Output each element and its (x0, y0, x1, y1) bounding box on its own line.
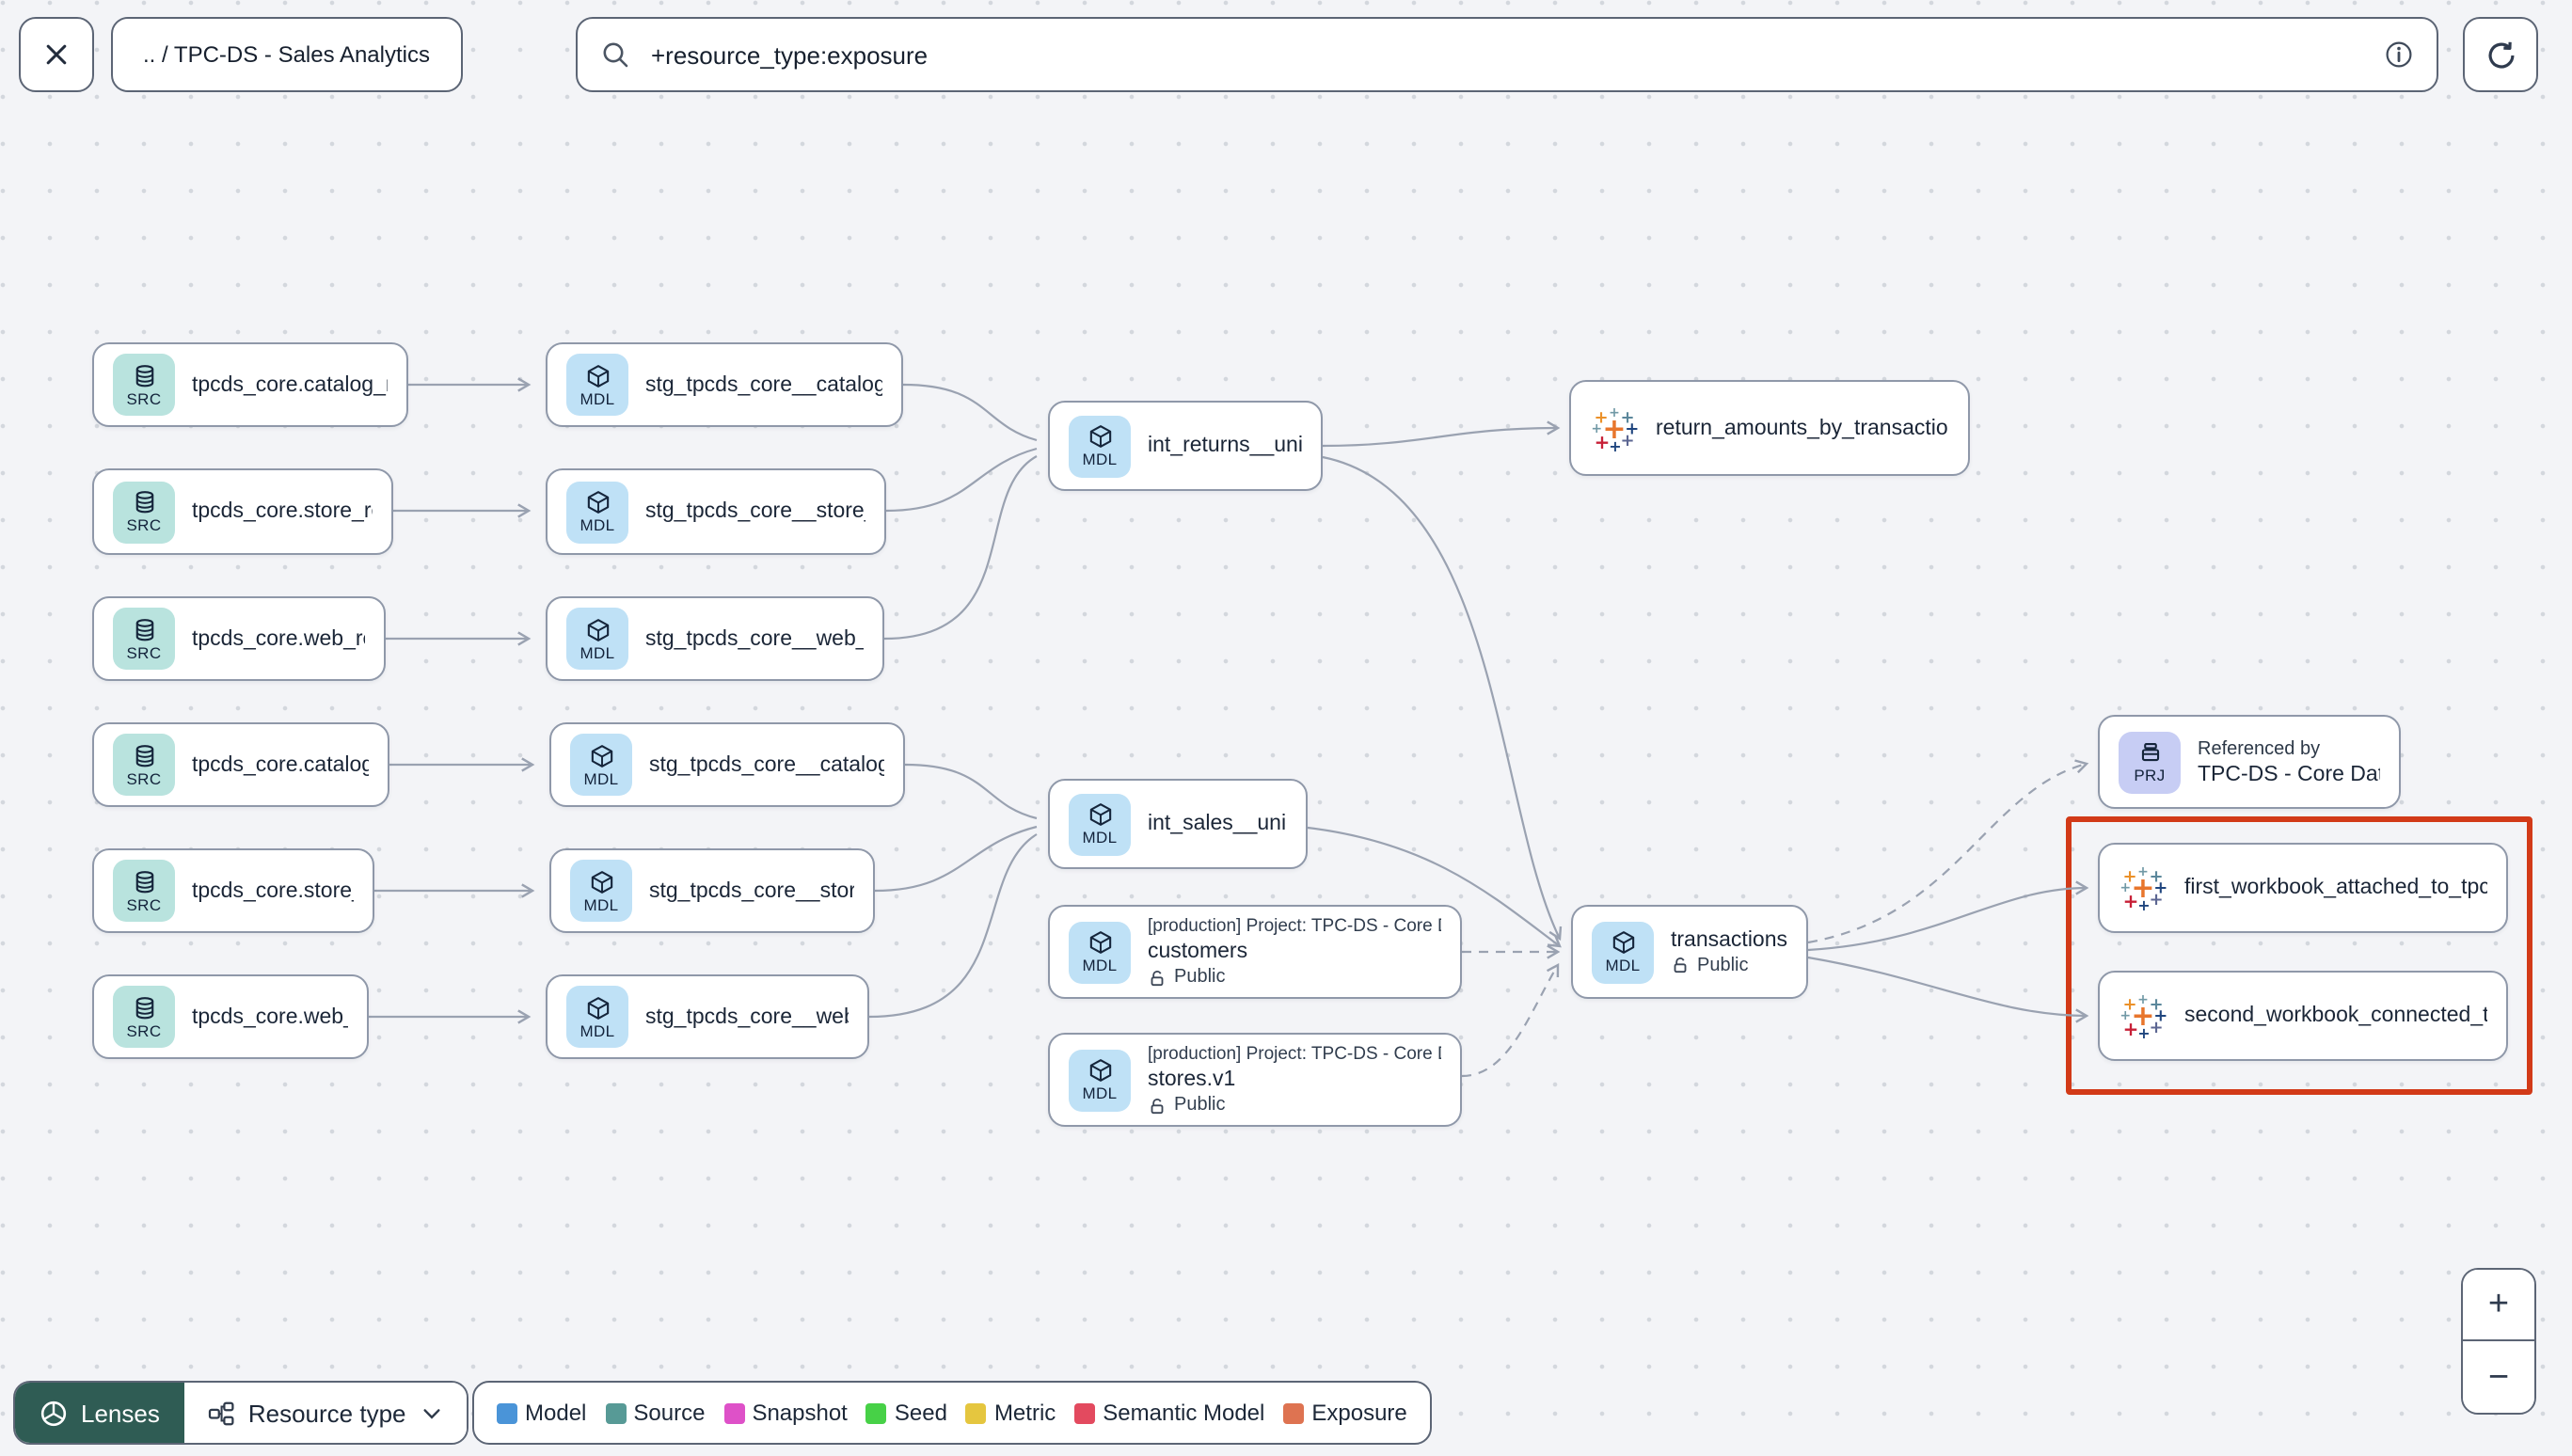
source-icon: SRC (113, 986, 175, 1048)
legend-item-source: Source (605, 1400, 705, 1426)
node-exposure-second-workbook[interactable]: second_workbook_connected_to_live… (2098, 971, 2508, 1061)
snapshot-color-swatch (723, 1402, 745, 1423)
model-icon: MDL (570, 860, 632, 922)
source-icon: SRC (113, 734, 175, 796)
model-icon: MDL (566, 608, 628, 670)
exposure-color-swatch (1283, 1402, 1305, 1423)
tableau-icon (2119, 863, 2167, 912)
resource-type-dropdown[interactable]: Resource type (183, 1383, 467, 1443)
search-bar[interactable] (576, 17, 2438, 92)
exposure-highlight-box (2066, 816, 2532, 1095)
node-exposure-first-workbook[interactable]: first_workbook_attached_to_tpc-ds_-_… (2098, 843, 2508, 933)
model-icon: MDL (1069, 921, 1131, 983)
tableau-icon (1590, 404, 1639, 452)
node-source-store-returns[interactable]: SRC tpcds_core.store_returns (92, 468, 393, 555)
node-source-web-sales[interactable]: SRC tpcds_core.web_sales (92, 974, 369, 1059)
node-source-web-returns[interactable]: SRC tpcds_core.web_returns (92, 596, 386, 681)
chevron-down-icon (420, 1401, 444, 1425)
aperture-icon (40, 1399, 68, 1427)
model-color-swatch (497, 1402, 517, 1423)
node-stg-web-returns[interactable]: MDL stg_tpcds_core__web_returns (546, 596, 884, 681)
model-icon: MDL (1592, 921, 1654, 983)
tableau-icon (2119, 991, 2167, 1040)
legend-item-seed: Seed (865, 1400, 947, 1426)
source-color-swatch (605, 1402, 627, 1423)
model-icon: MDL (566, 354, 628, 416)
close-button[interactable] (19, 17, 94, 92)
lock-open-icon (1148, 1096, 1167, 1115)
search-input[interactable] (647, 39, 2367, 71)
zoom-controls: + − (2461, 1268, 2536, 1415)
zoom-out-button[interactable]: − (2463, 1341, 2534, 1413)
search-icon (600, 40, 630, 70)
node-source-catalog-sales[interactable]: SRC tpcds_core.catalog_sales (92, 722, 389, 807)
legend-item-model: Model (497, 1400, 586, 1426)
model-icon: MDL (570, 734, 632, 796)
lenses-button[interactable]: Lenses (15, 1383, 184, 1443)
source-icon: SRC (113, 354, 175, 416)
node-stg-catalog-returns[interactable]: MDL stg_tpcds_core__catalog_returns (546, 342, 903, 427)
node-stg-web-sales[interactable]: MDL stg_tpcds_core__web_sales (546, 974, 869, 1059)
refresh-button[interactable] (2463, 17, 2538, 92)
zoom-in-button[interactable]: + (2463, 1270, 2534, 1341)
refresh-icon (2485, 39, 2516, 71)
model-icon: MDL (1069, 415, 1131, 477)
lock-open-icon (1148, 968, 1167, 987)
resource-type-legend: Model Source Snapshot Seed Metric Semant… (472, 1381, 1432, 1445)
legend-item-metric: Metric (965, 1400, 1056, 1426)
legend-item-snapshot: Snapshot (723, 1400, 848, 1426)
close-icon (41, 40, 71, 70)
metric-color-swatch (965, 1402, 987, 1423)
node-stg-catalog-sales[interactable]: MDL stg_tpcds_core__catalog_sales (549, 722, 905, 807)
node-int-sales-unioned[interactable]: MDL int_sales__unioned (1048, 779, 1308, 869)
model-icon: MDL (566, 481, 628, 543)
source-icon: SRC (113, 608, 175, 670)
breadcrumb[interactable]: .. / TPC-DS - Sales Analytics (111, 17, 462, 92)
seed-color-swatch (865, 1402, 887, 1423)
node-stores-v1[interactable]: MDL [production] Project: TPC-DS - Core … (1048, 1033, 1462, 1127)
node-referenced-by-project[interactable]: PRJ Referenced by TPC-DS - Core Data Mod… (2098, 715, 2401, 809)
node-stg-store-sales[interactable]: MDL stg_tpcds_core__store_sales (549, 848, 875, 933)
node-stg-store-returns[interactable]: MDL stg_tpcds_core__store_returns (546, 468, 886, 555)
model-icon: MDL (1069, 1049, 1131, 1111)
node-transactions[interactable]: MDL transactions Public (1571, 905, 1808, 999)
model-icon: MDL (1069, 793, 1131, 855)
legend-item-semantic-model: Semantic Model (1074, 1400, 1264, 1426)
legend-item-exposure: Exposure (1283, 1400, 1407, 1426)
node-source-catalog-returns[interactable]: SRC tpcds_core.catalog_returns (92, 342, 408, 427)
info-icon[interactable] (2384, 40, 2414, 70)
source-icon: SRC (113, 860, 175, 922)
node-customers[interactable]: MDL [production] Project: TPC-DS - Core … (1048, 905, 1462, 999)
semantic-model-color-swatch (1074, 1402, 1096, 1423)
model-icon: MDL (566, 986, 628, 1048)
node-int-returns-unioned[interactable]: MDL int_returns__unioned (1048, 401, 1323, 491)
node-exposure-return-amounts[interactable]: return_amounts_by_transaction_type (1569, 380, 1970, 476)
lens-controls: Lenses Resource type (13, 1381, 468, 1445)
source-icon: SRC (113, 481, 175, 543)
node-source-store-sales[interactable]: SRC tpcds_core.store_sales (92, 848, 374, 933)
project-icon: PRJ (2119, 731, 2181, 793)
resource-type-icon (207, 1399, 235, 1427)
lock-open-icon (1671, 956, 1690, 974)
